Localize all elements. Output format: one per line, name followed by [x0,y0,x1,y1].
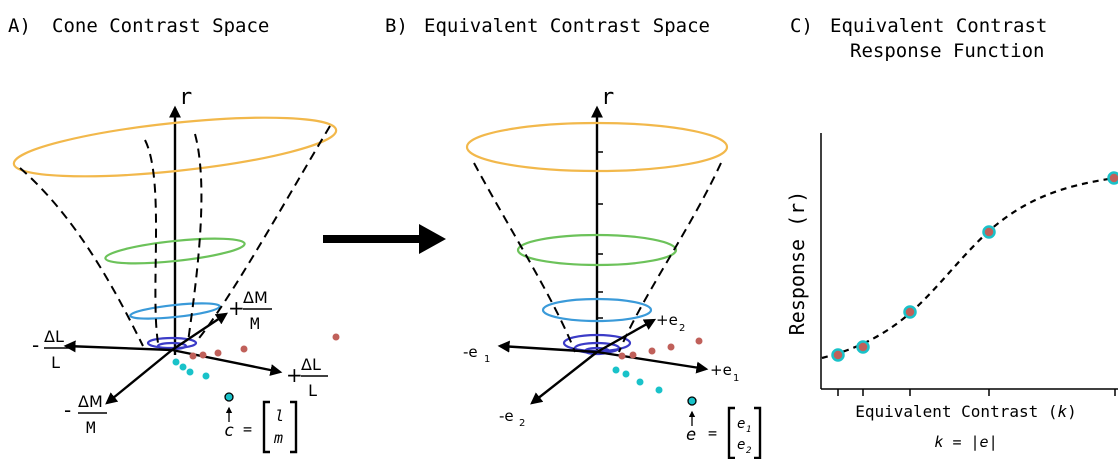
panel-b-pos-e2-sub: 2 [679,323,685,334]
panel-a-ring-green [104,237,246,265]
panel-a-pos-l-sign: + [286,363,303,387]
panel-c-point [856,340,870,354]
panel-b-cone-outline-left [473,162,576,353]
panel-b-vector-bottom-sub: 2 [746,446,751,456]
panel-b-dot-red [667,343,675,351]
panel-a-cone-outline-outer-left [19,167,144,347]
panel-b-dot-cyan [622,370,630,378]
panel-b-neg-e1-axis [497,340,598,354]
panel-a-neg-l-den: L [51,353,61,372]
panel-b-dot-red [648,347,656,355]
panel-b-vector-bracket-left [727,406,735,459]
panel-b-dot-cyan [612,366,620,374]
transformation-section [323,224,446,254]
panel-b-title: Equivalent Contrast Space [424,15,710,37]
panel-a-cone-outline-inner-left [144,139,159,344]
panel-b-ring-blue [541,297,653,323]
panel-b-dot-cyan [655,386,663,394]
panel-a-dot-red [214,349,222,357]
panel-a-vector-bracket-right [290,400,298,454]
panel-a-pos-m-den: M [250,314,260,333]
panel-c-letter: C) [790,15,813,37]
panel-a-ring-yellow [12,116,338,178]
panel-b-vector-equals: = [708,424,717,442]
panel-a-r-label: r [179,85,192,110]
panel-a-pos-l-den: L [308,381,318,400]
panel-a-cone-contrast-space: A) Cone Contrast Space r - ΔL L + ΔL L +… [8,15,340,454]
panel-a-pos-l-num: ΔL [301,355,321,374]
panel-a-pos-m-sign: + [228,296,245,320]
panel-b-pos-e1-axis [596,350,709,374]
panel-b-vector-bracket-right [754,406,762,459]
panel-b-ring-green [516,233,678,267]
panel-a-title: Cone Contrast Space [52,15,269,37]
panel-a-vector-dot [224,392,234,402]
panel-a-neg-m-num: ΔM [78,392,103,411]
panel-a-cone-outline-inner-right [187,133,203,343]
panel-b-neg-e2-sub: 2 [519,418,525,429]
panel-b-r-label: r [601,85,614,110]
panel-b-pos-e1-sub: 1 [733,373,739,384]
panel-a-pos-m-num: ΔM [243,288,268,307]
panel-c-point [982,225,996,239]
panel-a-vector-name: c [224,421,234,441]
panel-c-xlabel-var: k [1058,402,1068,421]
panel-c-point [1107,171,1118,185]
panel-a-vector-equals: = [243,420,252,438]
panel-c-xlabel: Equivalent Contrast (k) [855,402,1077,421]
panel-a-neg-m-sign: - [64,398,71,422]
panel-c-title-line1: Equivalent Contrast [830,15,1047,37]
panel-b-pos-e1-label: +e [710,361,732,379]
panel-c-ylabel: Response (r) [785,191,809,336]
panel-b-vector-bottom: e [737,437,745,453]
panel-a-dot-cyan [179,363,187,371]
panel-c-xlabel-prefix: Equivalent Contrast ( [855,402,1057,421]
panel-a-neg-m-axis [105,349,173,405]
panel-a-neg-m-den: M [86,418,96,437]
panel-b-neg-e2-axis [530,351,598,405]
panel-b-pos-e2-label: +e [656,311,678,329]
panel-c-point [903,305,917,319]
panel-a-ring-blue [129,302,221,320]
panel-a-neg-l-sign: - [32,333,39,357]
panel-a-pos-m-axis [171,312,228,351]
panel-b-vector-top: e [737,416,745,432]
panel-a-dot-cyan [172,358,180,366]
panel-b-dot-cyan [636,378,644,386]
panel-b-dot-red [629,351,637,359]
panel-c-title-line2: Response Function [850,40,1044,62]
panel-b-letter: B) [385,15,408,37]
panel-b-dot-red [695,337,703,345]
panel-b-neg-e2-label: -e [499,407,514,425]
panel-a-dot-red [240,345,248,353]
panel-a-dot-cyan [186,368,194,376]
panel-b-ring-yellow [465,121,729,173]
panel-a-dot-red [199,351,207,359]
panel-b-vector-name: e [686,425,696,445]
panel-b-vector-top-sub: 1 [746,425,751,435]
panel-c-response-function: C) Equivalent Contrast Response Function… [785,15,1118,451]
panel-a-dot-red [332,333,340,341]
panel-c-point [831,348,845,362]
transformation-arrow-icon [419,224,446,254]
panel-a-vector-bottom: m [273,429,283,447]
panel-a-dot-red [189,352,197,360]
panel-c-xlabel-suffix: ) [1067,402,1077,421]
panel-b-vector-dot [687,396,697,406]
panel-b-pos-e2-axis [596,318,657,354]
panel-a-pos-l-axis [171,348,283,376]
panel-a-dot-cyan [202,372,210,380]
panel-a-neg-l-num: ΔL [44,327,64,346]
panel-b-equivalent-contrast-space: B) Equivalent Contrast Space r -e 1 +e 1… [385,15,762,459]
panel-b-dot-red [618,352,626,360]
panel-a-vector-top: l [275,407,284,425]
panel-b-neg-e1-label: -e [463,343,478,361]
panel-a-letter: A) [8,15,31,37]
panel-c-formula: k = |e| [934,433,997,451]
panel-c-response-curve [821,176,1116,360]
panel-b-neg-e1-sub: 1 [484,354,490,365]
panel-a-vector-bracket-left [262,400,270,454]
panel-a-neg-l-axis [63,340,173,353]
